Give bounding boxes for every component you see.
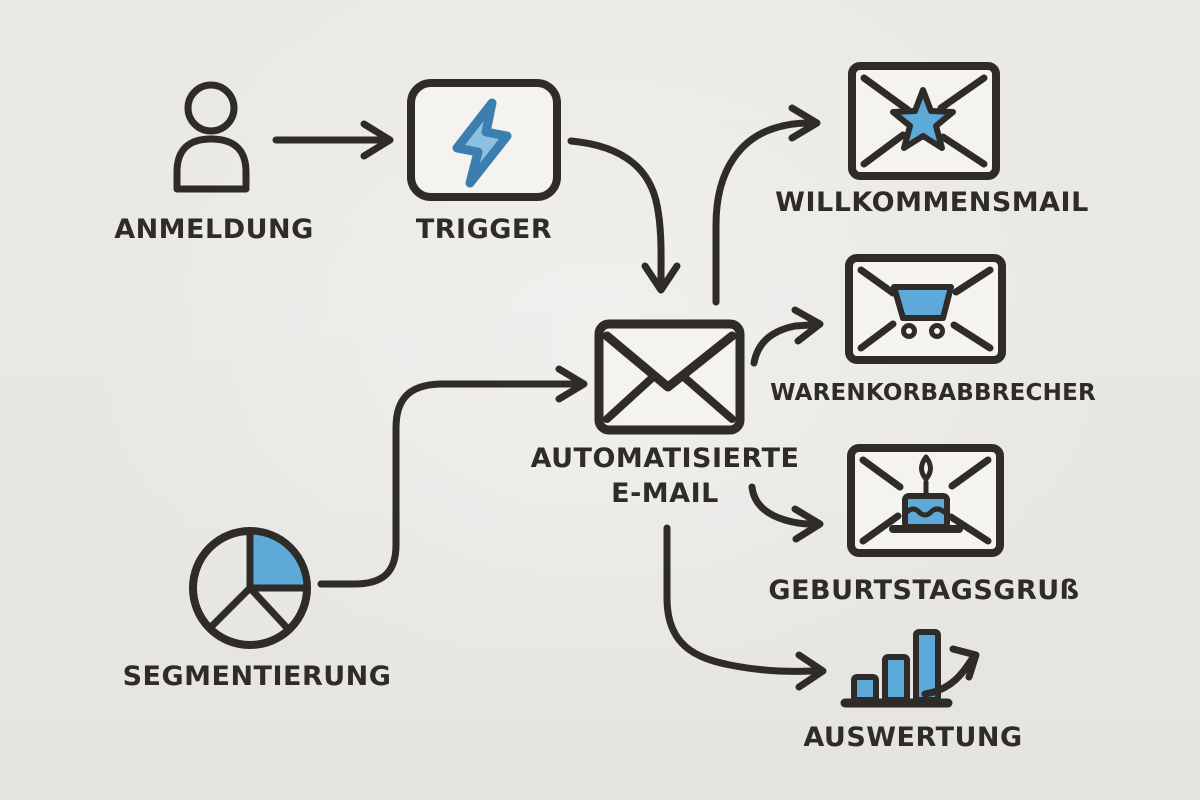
- segmentierung-label: SEGMENTIERUNG: [123, 661, 392, 692]
- automatisierte-email-label-line1: AUTOMATISIERTE: [531, 443, 800, 474]
- willkommensmail-label: WILLKOMMENSMAIL: [775, 187, 1089, 218]
- bar-1: [851, 674, 879, 703]
- star-icon: [890, 87, 956, 151]
- trigger-label: TRIGGER: [416, 214, 552, 245]
- bar-chart-icon: [840, 629, 980, 708]
- node-geburtstagsgruss: GEBURTSTAGSGRUß: [768, 444, 1079, 606]
- envelope-icon: [594, 319, 745, 435]
- warenkorbabbrecher-label: WARENKORBABBRECHER: [770, 380, 1096, 406]
- arrow-trigger-email: [567, 137, 681, 294]
- pie-chart-icon: [189, 527, 311, 649]
- node-auswertung: AUSWERTUNG: [803, 629, 1022, 753]
- anmeldung-label: ANMELDUNG: [114, 214, 314, 245]
- growth-arrow-icon: [921, 645, 980, 698]
- node-segmentierung: SEGMENTIERUNG: [123, 527, 392, 692]
- node-trigger: TRIGGER: [407, 79, 561, 245]
- cart-wheel: [929, 323, 945, 339]
- arrow-email-willkommensmail: [712, 104, 821, 306]
- node-anmeldung: ANMELDUNG: [114, 81, 314, 245]
- arrow-email-warenkorbabbrecher: [750, 306, 824, 367]
- candle-flame-icon: [919, 454, 933, 482]
- arrow-segmentierung-email: [317, 365, 588, 588]
- pie-slice: [246, 527, 311, 592]
- lightning-icon: [452, 98, 512, 188]
- arrow-email-geburtstagsgruss: [748, 483, 824, 543]
- arrow-anmeldung-trigger: [272, 120, 394, 160]
- automatisierte-email-label-line2: E-MAIL: [611, 478, 719, 509]
- envelope-cake-icon: [847, 444, 1004, 557]
- envelope-star-icon: [848, 62, 1000, 180]
- cart-wheel: [901, 323, 917, 339]
- cake-icing: [904, 506, 947, 518]
- bar-2: [882, 654, 910, 703]
- node-willkommensmail: WILLKOMMENSMAIL: [775, 62, 1089, 218]
- envelope-cart-icon: [845, 254, 1006, 364]
- arrow-email-auswertung: [663, 524, 827, 691]
- node-warenkorbabbrecher: WARENKORBABBRECHER: [770, 254, 1096, 406]
- cart-basket: [891, 284, 954, 321]
- person-icon: [173, 81, 250, 193]
- auswertung-label: AUSWERTUNG: [803, 722, 1022, 753]
- geburtstagsgruss-label: GEBURTSTAGSGRUß: [768, 575, 1079, 606]
- node-automatisierte-email: AUTOMATISIERTE E-MAIL: [531, 319, 800, 509]
